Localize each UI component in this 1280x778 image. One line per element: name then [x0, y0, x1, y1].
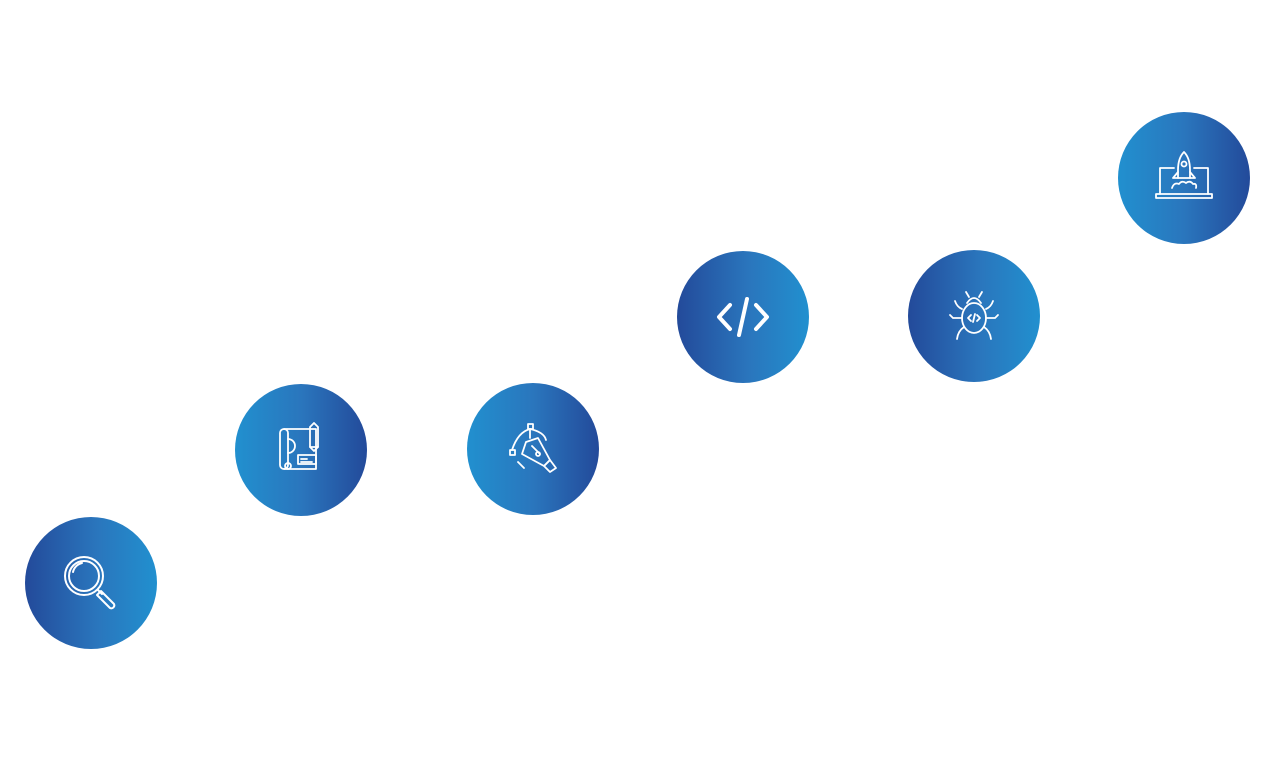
- step-planning-circle[interactable]: [235, 384, 367, 516]
- search-icon: [64, 556, 116, 610]
- step-research-circle[interactable]: [25, 517, 157, 649]
- pen-tool-icon: [509, 423, 557, 473]
- step-design-circle[interactable]: [467, 383, 599, 515]
- bug-icon: [949, 291, 999, 340]
- code-icon: [717, 297, 769, 337]
- rocket-laptop-icon: [1155, 151, 1213, 199]
- step-development-circle[interactable]: [677, 251, 809, 383]
- step-launch-circle[interactable]: [1118, 112, 1250, 244]
- step-testing-circle[interactable]: [908, 250, 1040, 382]
- blueprint-icon: [279, 422, 319, 470]
